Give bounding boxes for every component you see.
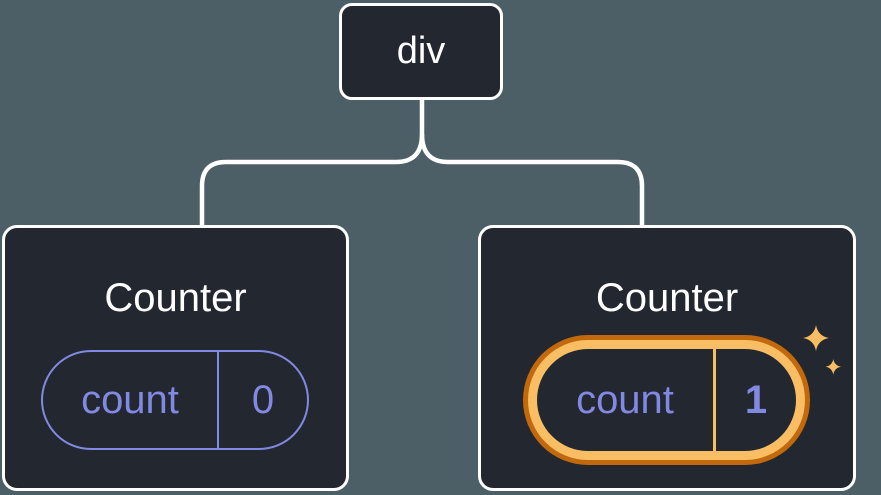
state-pill-highlighted: count 1: [523, 335, 810, 465]
state-pill-inner: count 1: [537, 349, 796, 451]
state-value: 1: [744, 377, 768, 422]
root-node-div: div: [339, 3, 503, 100]
state-pill: count 0: [41, 350, 309, 450]
state-value: 0: [251, 377, 275, 422]
edge-root-to-left-counter: [199, 100, 425, 227]
sparkle-large: [803, 325, 829, 351]
state-pill-divider: [217, 352, 219, 448]
counter-card-left: Counter count 0: [2, 225, 349, 491]
component-title: Counter: [104, 276, 247, 320]
state-key: count: [576, 377, 674, 422]
state-pill-glow-ring: count 1: [528, 340, 805, 460]
edge-root-to-right-counter: [419, 133, 645, 227]
sparkle-small: [825, 359, 842, 375]
counter-card-right: Counter count 1: [478, 225, 856, 491]
state-pill-divider: [713, 349, 716, 451]
state-key: count: [81, 377, 179, 422]
sparkles-icon: [803, 325, 842, 375]
root-node-label: div: [396, 30, 446, 72]
component-title: Counter: [595, 276, 739, 320]
